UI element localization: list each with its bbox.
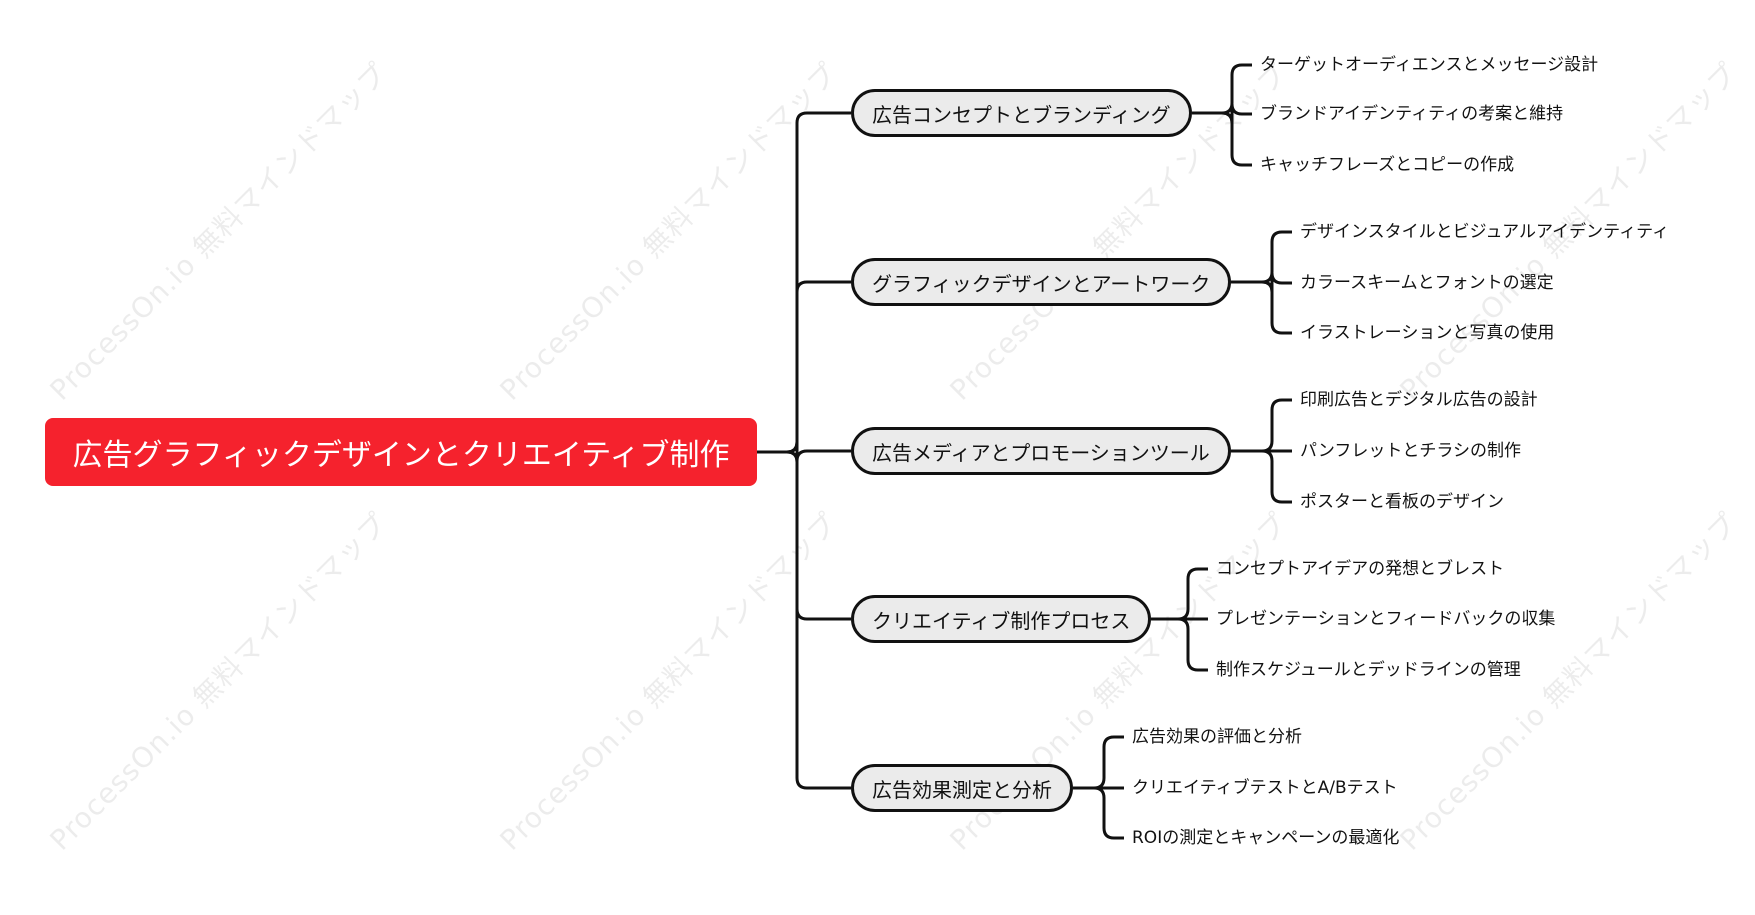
branch-leaf-connector [1231, 230, 1292, 284]
root-branch-connector [757, 450, 851, 790]
leaf-topic[interactable]: 印刷広告とデジタル広告の設計 [1300, 390, 1538, 410]
branch-topic[interactable]: クリエイティブ制作プロセス [851, 595, 1152, 643]
branch-topic-label: 広告コンセプトとブランディング [872, 102, 1171, 127]
branch-leaf-connector [1231, 280, 1292, 335]
branch-leaf-connector [1073, 786, 1124, 840]
leaf-topic[interactable]: プレゼンテーションとフィードバックの収集 [1216, 609, 1556, 629]
branch-topic-label: 広告効果測定と分析 [872, 777, 1052, 802]
root-topic[interactable]: 広告グラフィックデザインとクリエイティブ制作 [45, 418, 757, 486]
leaf-topic[interactable]: 広告効果の評価と分析 [1132, 727, 1302, 747]
leaf-topic[interactable]: デザインスタイルとビジュアルアイデンティティ [1300, 222, 1670, 242]
branch-leaf-connector [1192, 63, 1252, 115]
leaf-topic[interactable]: ブランドアイデンティティの考案と維持 [1260, 104, 1564, 124]
branch-leaf-connector [1192, 111, 1252, 167]
leaf-topic[interactable]: パンフレットとチラシの制作 [1300, 441, 1521, 461]
leaf-topic[interactable]: ROIの測定とキャンペーンの最適化 [1132, 828, 1400, 848]
leaf-topic[interactable]: 制作スケジュールとデッドラインの管理 [1216, 660, 1521, 680]
branch-leaf-connector [1151, 567, 1208, 621]
leaf-topic[interactable]: ポスターと看板のデザイン [1300, 492, 1504, 512]
branch-topic[interactable]: 広告コンセプトとブランディング [851, 89, 1192, 137]
leaf-topic[interactable]: コンセプトアイデアの発想とブレスト [1216, 559, 1505, 579]
leaf-topic[interactable]: キャッチフレーズとコピーの作成 [1260, 155, 1515, 175]
branch-leaf-connector [1231, 449, 1292, 504]
leaf-topic[interactable]: クリエイティブテストとA/Bテスト [1132, 778, 1398, 798]
branch-topic-label: グラフィックデザインとアートワーク [872, 271, 1211, 296]
leaf-topic[interactable]: カラースキームとフォントの選定 [1300, 273, 1554, 293]
root-branch-connector [757, 450, 851, 621]
branch-topic-label: クリエイティブ制作プロセス [872, 608, 1131, 633]
branch-topic[interactable]: グラフィックデザインとアートワーク [851, 258, 1232, 306]
branch-leaf-connector [1073, 735, 1124, 790]
branch-topic[interactable]: 広告メディアとプロモーションツール [851, 427, 1231, 475]
branch-leaf-connector [1151, 617, 1208, 672]
branch-topic-label: 広告メディアとプロモーションツール [872, 440, 1210, 465]
leaf-topic[interactable]: イラストレーションと写真の使用 [1300, 323, 1555, 343]
leaf-topic[interactable]: ターゲットオーディエンスとメッセージ設計 [1260, 55, 1599, 75]
root-branch-connector [757, 280, 851, 454]
branch-topic[interactable]: 広告効果測定と分析 [851, 764, 1073, 812]
root-topic-label: 広告グラフィックデザインとクリエイティブ制作 [72, 438, 730, 473]
branch-leaf-connector [1231, 398, 1292, 453]
